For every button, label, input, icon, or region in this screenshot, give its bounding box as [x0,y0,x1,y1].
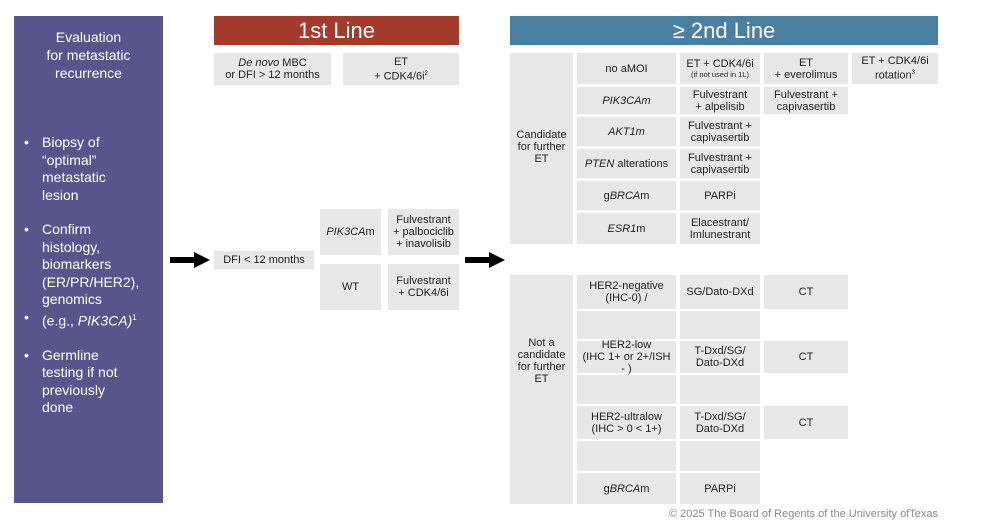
bullet-icon: • [24,221,29,237]
first-line-header: 1st Line [214,16,459,45]
her2-negative-treatment-cell: SG/Dato-DXd [686,286,754,298]
her2-ultralow-treatment-cell: T-Dxd/SG/ Dato-DXd [694,410,746,435]
her2-negative-cell: HER2-negative (IHC-0) / [589,280,664,304]
arrow-right-icon [465,252,505,268]
no-amoi-everolimus-cell: ET + everolimus [764,53,848,84]
her2-ultralow-ct-cell: CT [764,406,848,439]
bullet-icon: • [24,346,29,363]
esr1m-cell: ESR1m [607,222,646,235]
not-candidate-further-et-panel: Not a candidate for further ET [510,275,573,504]
bullet-icon: • [24,308,29,325]
no-amoi-et-cdk46i-cell: ET + CDK4/6i (if not used in 1L) [686,58,754,79]
pik3cam-second-line-cell: PIK3CAm [602,94,651,107]
her2-negative-ct-cell: CT [764,275,848,309]
no-amoi-cell: no aMOI [605,62,648,75]
wt-treatment-box: Fulvestrant + CDK4/6i [388,264,459,310]
akt1m-cell: AKT1m [608,125,645,138]
bullet-icon: • [24,134,29,150]
pik3cam-alpelisib-cell: Fulvestrant + alpelisib [692,88,748,113]
sidebar-item-germline-testing: • Germline testing if not previously don… [24,346,118,416]
no-amoi-cdk46i-rotation-cell: ET + CDK4/6i rotation3 [852,53,938,84]
her2-low-ct-cell: CT [764,341,848,373]
copyright-credit: © 2025 The Board of Regents of the Unive… [669,508,938,520]
her2-ultralow-cell: HER2-ultralow (IHC > 0 < 1+) [591,410,662,435]
akt1m-treatment-cell: Fulvestrant + capivasertib [688,119,752,144]
sidebar-title: Evaluation for metastatic recurrence [46,29,131,81]
gbrcam-not-candidate-parpi-cell: PARPi [704,482,736,495]
second-line-column-2-background [680,53,760,504]
candidate-further-et-panel: Candidate for further ET [510,53,573,244]
evaluation-sidebar: Evaluation for metastatic recurrence • B… [14,16,163,503]
sidebar-item-confirm-histology: • Confirm histology, biomarkers (ER/PR/H… [24,221,140,307]
her2-low-cell: HER2-low (IHC 1+ or 2+/ISH - ) [582,339,671,375]
pik3cam-first-line-box: PIK3CAm [320,209,381,255]
gbrcam-et-parpi-cell: PARPi [704,189,736,202]
dfi-under-12-months-box: DFI < 12 months [214,251,314,269]
de-novo-mbc-box: De novo MBC or DFI > 12 months [214,53,331,85]
arrow-right-icon [170,252,210,268]
pik3cam-capivasertib-cell: Fulvestrant + capivasertib [764,87,848,114]
gbrcam-et-cell: gBRCAm [603,189,650,202]
second-line-header: ≥ 2nd Line [510,16,938,45]
et-cdk46i-first-line-box: ET + CDK4/6i2 [343,53,459,85]
pten-treatment-cell: Fulvestrant + capivasertib [688,151,752,176]
her2-low-treatment-cell: T-Dxd/SG/ Dato-DXd [694,345,746,369]
esr1m-treatment-cell: Elacestrant/ Imlunestrant [689,216,751,241]
pten-alterations-cell: PTEN alterations [584,157,669,170]
sidebar-bullet-list: • Biopsy of “optimal” metastatic lesion … [22,134,162,434]
pik3cam-first-line-treatment-box: Fulvestrant + palbociclib + inavolisib [388,209,459,255]
second-line-column-1-background [577,53,676,504]
wt-box: WT [320,264,381,310]
sidebar-item-biopsy: • Biopsy of “optimal” metastatic lesion [24,134,106,203]
sidebar-item-pik3ca-example: • (e.g., PIK3CA)1 [24,308,137,329]
gbrcam-not-candidate-cell: gBRCAm [603,482,650,495]
